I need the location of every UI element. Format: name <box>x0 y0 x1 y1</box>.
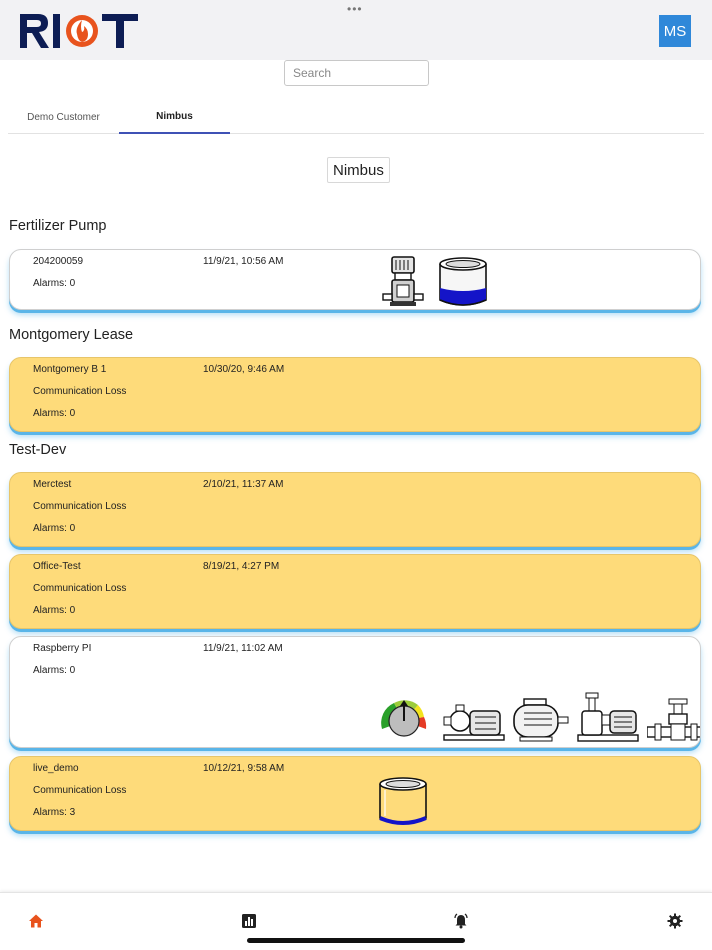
customer-tabs: Demo Customer Nimbus <box>8 100 704 134</box>
device-name: 204200059 <box>33 256 84 267</box>
device-name: Office-Test <box>33 561 81 572</box>
device-status: Communication Loss <box>33 386 127 397</box>
alarm-bell-icon[interactable] <box>453 913 469 929</box>
tank-icon <box>439 257 487 306</box>
home-icon[interactable] <box>28 913 44 929</box>
device-timestamp: 10/12/21, 9:58 AM <box>203 763 285 774</box>
device-alarms: Alarms: 0 <box>33 278 76 289</box>
device-card-montgomery-b-1[interactable]: Montgomery B 1 10/30/20, 9:46 AM Communi… <box>9 357 701 432</box>
device-card-raspberry-pi[interactable]: Raspberry PI 11/9/21, 11:02 AM Alarms: 0 <box>9 636 701 748</box>
device-timestamp: 11/9/21, 10:56 AM <box>203 256 284 267</box>
app-header: ••• MS <box>0 0 712 60</box>
device-card-office-test[interactable]: Office-Test 8/19/21, 4:27 PM Communicati… <box>9 554 701 629</box>
device-name: live_demo <box>33 763 79 774</box>
device-status: Communication Loss <box>33 785 127 796</box>
device-alarms: Alarms: 0 <box>33 523 76 534</box>
tank-icon <box>379 777 427 825</box>
device-name: Raspberry PI <box>33 643 92 654</box>
device-alarms: Alarms: 0 <box>33 665 76 676</box>
skid-pump-icon <box>577 692 639 742</box>
device-status: Communication Loss <box>33 583 127 594</box>
vertical-pump-icon <box>382 256 424 306</box>
device-card-merctest[interactable]: Merctest 2/10/21, 11:37 AM Communication… <box>9 472 701 547</box>
device-name: Montgomery B 1 <box>33 364 107 375</box>
home-indicator[interactable] <box>247 938 465 943</box>
chart-icon[interactable] <box>241 913 257 929</box>
tab-demo-customer[interactable]: Demo Customer <box>27 111 100 123</box>
multitask-dots[interactable]: ••• <box>347 2 363 16</box>
gauge-icon <box>381 700 427 737</box>
tab-nimbus[interactable]: Nimbus <box>119 100 230 134</box>
search-input[interactable] <box>284 60 429 86</box>
group-title-test-dev: Test-Dev <box>9 442 67 458</box>
device-alarms: Alarms: 0 <box>33 605 76 616</box>
device-timestamp: 10/30/20, 9:46 AM <box>203 364 285 375</box>
valve-icon <box>647 698 700 741</box>
device-timestamp: 2/10/21, 11:37 AM <box>203 479 284 490</box>
device-card-live-demo[interactable]: live_demo 10/12/21, 9:58 AM Communicatio… <box>9 756 701 831</box>
riot-logo[interactable] <box>18 10 140 52</box>
group-title-fertilizer-pump: Fertilizer Pump <box>9 218 107 234</box>
device-card-204200059[interactable]: 204200059 11/9/21, 10:56 AM Alarms: 0 <box>9 249 701 310</box>
device-alarms: Alarms: 3 <box>33 807 76 818</box>
group-title-montgomery-lease: Montgomery Lease <box>9 327 134 343</box>
device-name: Merctest <box>33 479 72 490</box>
centrifugal-pump-icon <box>443 704 505 741</box>
device-timestamp: 11/9/21, 11:02 AM <box>203 643 283 654</box>
user-avatar[interactable]: MS <box>659 15 691 47</box>
device-status: Communication Loss <box>33 501 127 512</box>
device-alarms: Alarms: 0 <box>33 408 76 419</box>
device-timestamp: 8/19/21, 4:27 PM <box>203 561 280 572</box>
page-title: Nimbus <box>327 157 390 183</box>
gear-icon[interactable] <box>667 913 683 929</box>
motor-icon <box>513 698 569 742</box>
